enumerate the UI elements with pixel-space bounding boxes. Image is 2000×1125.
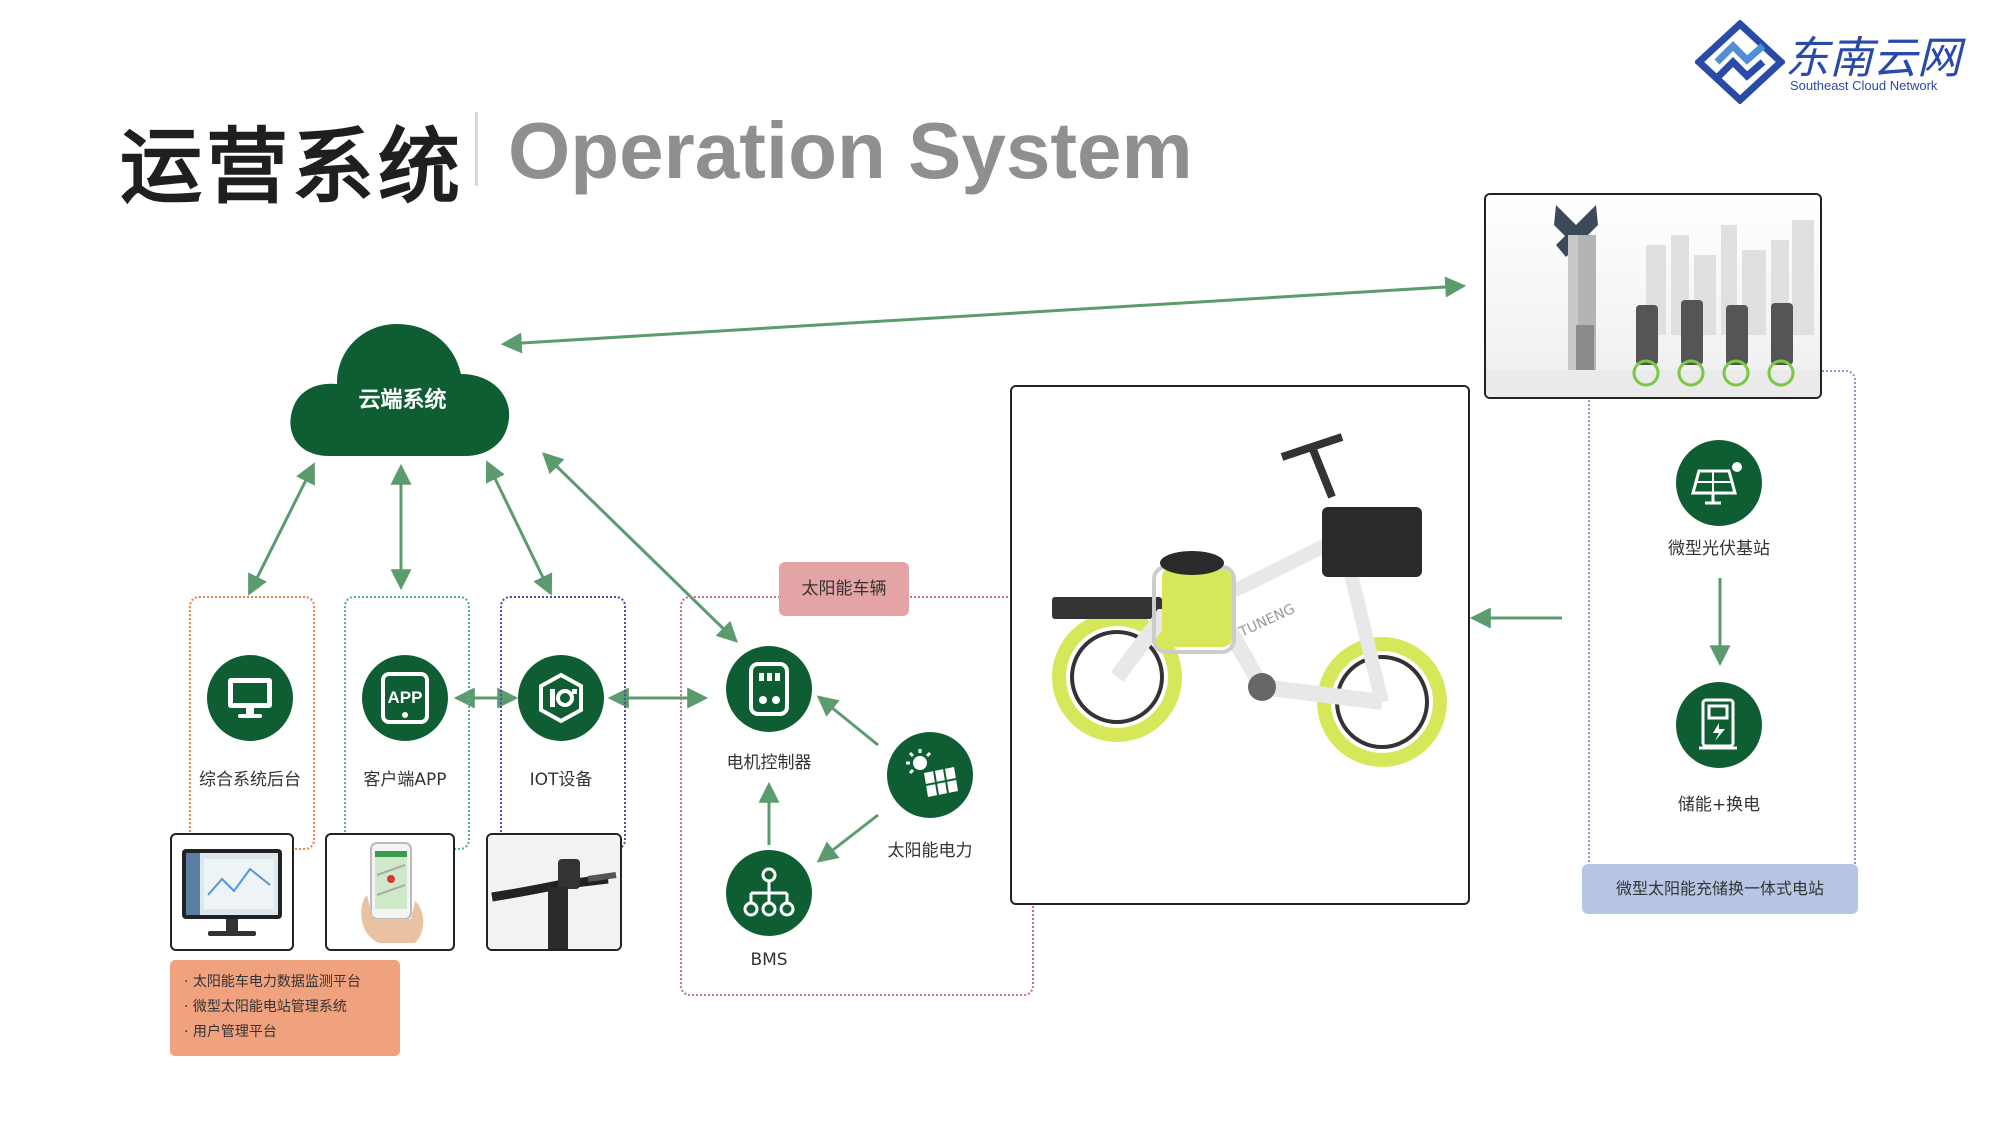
solar-power-node [887, 732, 973, 818]
phone-app-photo [325, 833, 455, 951]
arrow-cloud-backend [248, 462, 315, 596]
app-node: APP [362, 655, 448, 741]
solar-bike-photo: TUNENG [1010, 385, 1470, 905]
backend-node [207, 655, 293, 741]
iot-label: IOT设备 [529, 770, 593, 790]
arrow-cloud-iot [485, 460, 553, 596]
iot-device-icon [539, 672, 583, 724]
logo-name-en: Southeast Cloud Network [1790, 78, 1938, 93]
backend-screen-photo [170, 833, 294, 951]
app-icon: APP [381, 672, 429, 724]
motor-controller-node [726, 646, 812, 732]
platform-list-item: · 用户管理平台 [184, 1024, 277, 1040]
solar-station-icon [1691, 462, 1742, 505]
platform-list-item: · 太阳能车电力数据监测平台 [184, 974, 361, 990]
storage-swap-node [1676, 682, 1762, 768]
iot-node [518, 655, 604, 741]
platform-list-item: · 微型太阳能电站管理系统 [184, 999, 347, 1015]
iot-handlebar-photo [486, 833, 622, 951]
solar-power-label: 太阳能电力 [887, 841, 973, 861]
solar-vehicle-tag: 太阳能车辆 [779, 562, 909, 616]
solar-panel-icon [906, 749, 958, 797]
pv-station-node [1676, 440, 1762, 526]
logo-name-cn: 东南云网 [1785, 33, 1961, 84]
company-logo-icon [1695, 20, 1785, 104]
bms-node [726, 850, 812, 936]
arrow-solar-controller [816, 695, 879, 747]
backend-label: 综合系统后台 [199, 770, 301, 790]
pv-station-label: 微型光伏基站 [1668, 539, 1770, 559]
charging-station-icon [1699, 698, 1737, 750]
title-divider [475, 112, 478, 186]
hierarchy-icon [743, 867, 795, 917]
platform-list: · 太阳能车电力数据监测平台 · 微型太阳能电站管理系统 · 用户管理平台 [170, 960, 400, 1056]
solar-station-photo [1484, 193, 1822, 399]
svg-text:APP: APP [388, 688, 423, 707]
arrow-cloud-station [500, 276, 1467, 354]
arrow-solar-bms [816, 813, 879, 863]
monitor-icon [228, 678, 272, 718]
app-label: 客户端APP [363, 770, 447, 790]
motor-controller-label: 电机控制器 [726, 753, 812, 773]
solar-vehicle-group [680, 596, 1034, 996]
cloud-shape [290, 324, 510, 456]
storage-swap-label: 储能+换电 [1677, 795, 1761, 815]
page-title-en: Operation System [508, 106, 1193, 195]
controller-icon [749, 662, 789, 716]
page-title-cn: 运营系统 [120, 119, 465, 215]
bms-label: BMS [750, 950, 788, 970]
arrow-cloud-controller [541, 452, 739, 643]
station-tag: 微型太阳能充储换一体式电站 [1582, 864, 1858, 914]
cloud-system-label: 云端系统 [358, 388, 447, 413]
